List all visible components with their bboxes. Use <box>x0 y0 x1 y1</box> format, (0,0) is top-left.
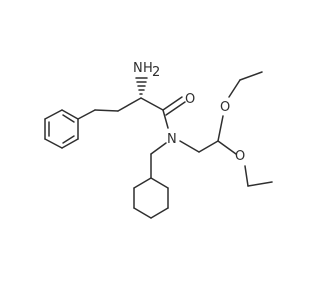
side-chain <box>77 97 164 120</box>
bond <box>44 138 63 149</box>
bond <box>198 140 219 153</box>
bond <box>94 109 119 112</box>
aromatic-bond <box>62 135 75 144</box>
nh2-element: N <box>133 61 143 76</box>
nh2-h: H <box>143 61 153 76</box>
diethoxyethyl: O O <box>179 71 273 187</box>
bond <box>150 207 169 219</box>
bond <box>61 138 79 149</box>
aromatic-bond <box>62 114 75 123</box>
nh2-subscript: 2 <box>152 65 160 80</box>
bond <box>133 177 152 189</box>
carbonyl: O <box>162 92 195 116</box>
cyclohexylmethyl <box>133 142 169 219</box>
bond <box>44 109 63 120</box>
phenyl-ring <box>44 109 79 149</box>
bond <box>239 71 263 81</box>
structure-diagram: N H 2 O N O O <box>44 61 273 219</box>
bond <box>150 142 167 155</box>
bond <box>217 140 237 155</box>
bond <box>162 96 183 111</box>
nh2-label: N H 2 <box>133 61 160 80</box>
amide-n-label: N <box>167 132 177 147</box>
stereo-hash-bond <box>135 77 148 95</box>
bond <box>165 101 186 116</box>
bond <box>77 109 96 120</box>
bond <box>150 177 169 189</box>
ether-oxygen-2: O <box>235 149 245 164</box>
bond <box>244 165 249 187</box>
bond <box>179 140 200 153</box>
bond <box>228 79 241 98</box>
bond <box>61 109 79 120</box>
bond <box>162 109 169 129</box>
bond <box>247 181 273 187</box>
amide-nitrogen: N <box>162 109 177 147</box>
bond <box>140 97 164 111</box>
bond <box>133 207 152 219</box>
bond <box>217 115 224 142</box>
carbonyl-oxygen: O <box>185 92 195 107</box>
ether-oxygen-1: O <box>220 100 230 115</box>
bond <box>117 97 142 112</box>
